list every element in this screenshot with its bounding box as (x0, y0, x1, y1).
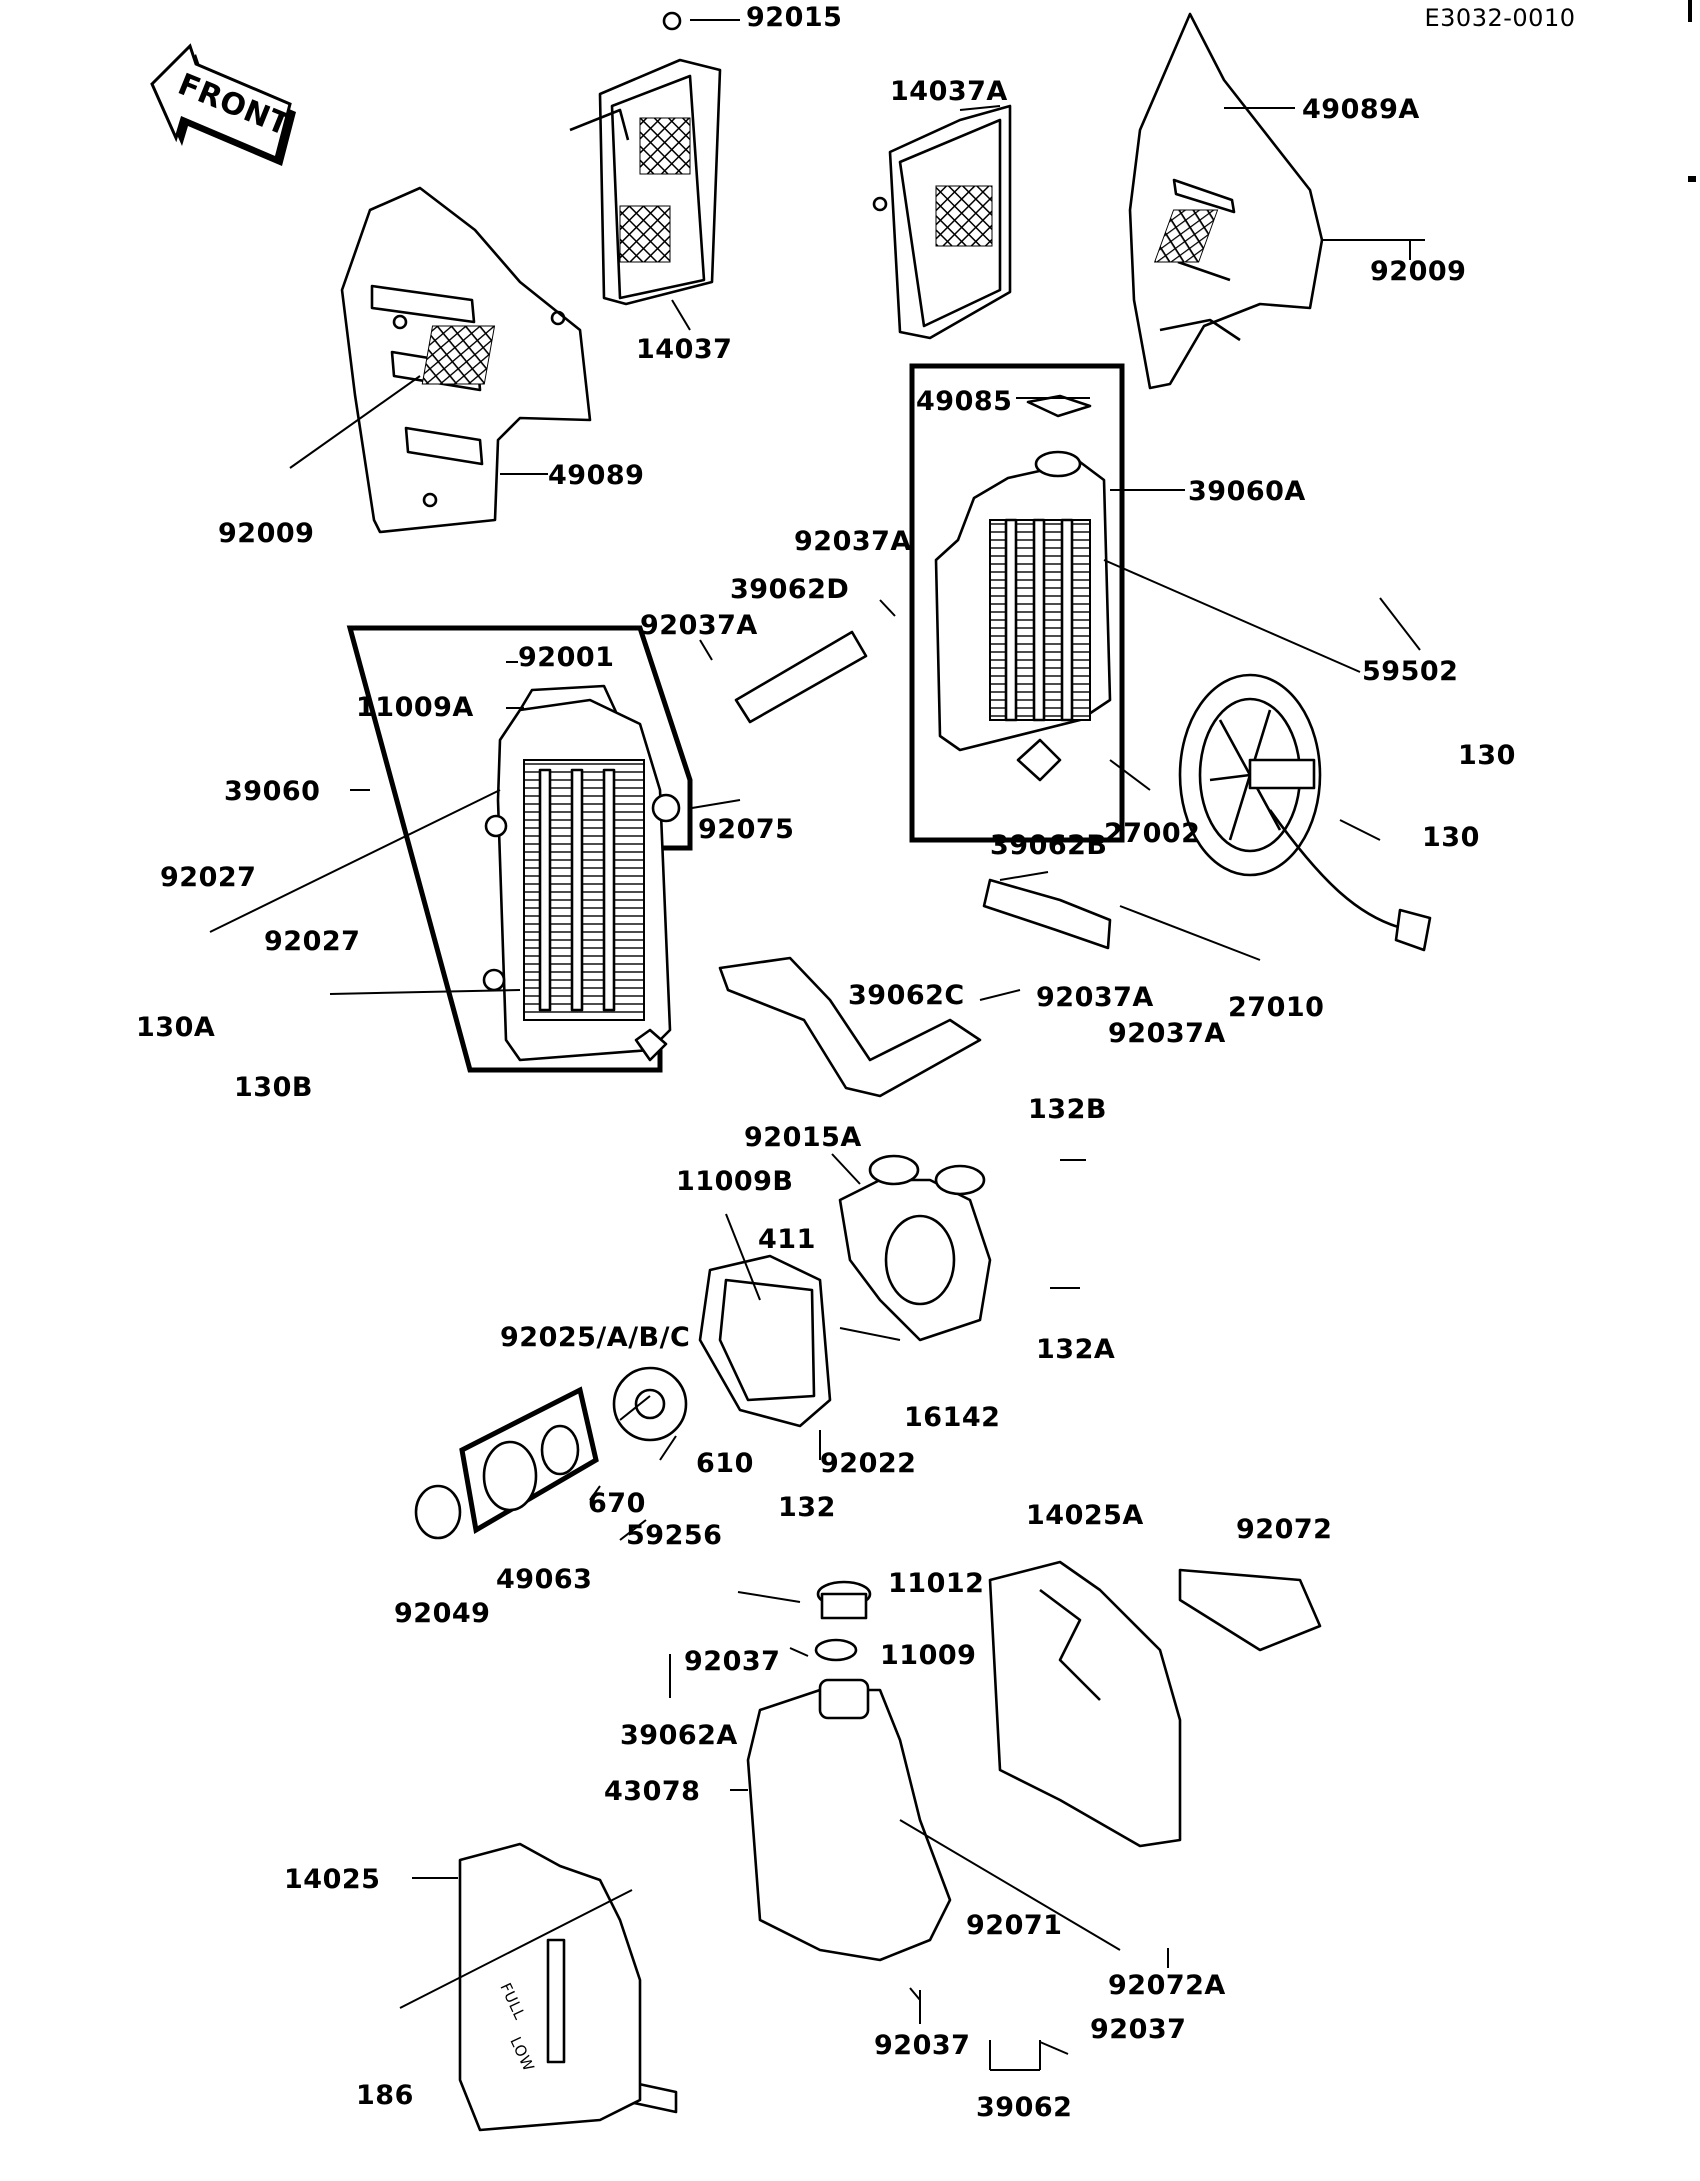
part-label-132A: 132A (1036, 1334, 1115, 1365)
cooling-fan (1178, 673, 1432, 952)
part-label-92037A-2: 92037A (640, 610, 758, 641)
radiator-shroud-right (1128, 12, 1324, 390)
part-label-39062D: 39062D (730, 574, 849, 605)
part-label-92037A-1: 92037A (794, 526, 912, 557)
part-label-14025: 14025 (284, 1864, 380, 1895)
radiator-right (909, 363, 1125, 843)
radiator-shroud-left (340, 186, 592, 534)
part-label-49085: 49085 (916, 386, 1012, 417)
leader-lines (209, 19, 1425, 2071)
part-label-49063: 49063 (496, 1564, 592, 1595)
reservoir-bracket (1178, 1568, 1322, 1652)
part-label-39062B: 39062B (990, 830, 1108, 861)
front-arrow-icon: FRONT (150, 43, 296, 166)
part-label-92037-3: 92037 (874, 2030, 970, 2061)
part-label-130A: 130A (136, 1012, 215, 1043)
part-label-11009: 11009 (880, 1640, 976, 1671)
part-label-92049: 92049 (394, 1598, 490, 1629)
part-label-39060: 39060 (224, 776, 320, 807)
part-label-49089A: 49089A (1302, 94, 1420, 125)
diagram-code: E3032-0010 (1425, 4, 1576, 32)
part-label-43078: 43078 (604, 1776, 700, 1807)
margin-mark (1688, 176, 1696, 182)
part-label-130B: 130B (234, 1072, 313, 1103)
part-label-39062C: 39062C (848, 980, 965, 1011)
part-label-132: 132 (778, 1492, 836, 1523)
radiator-left (346, 625, 693, 1073)
part-label-92001: 92001 (518, 642, 614, 673)
part-label-59502: 59502 (1362, 656, 1458, 687)
radiator-guard-left (569, 11, 722, 306)
part-label-92009-right: 92009 (1370, 256, 1466, 287)
reservoir-cover-rear (988, 1560, 1182, 1848)
water-pump (414, 1154, 992, 1540)
part-label-39062A: 39062A (620, 1720, 738, 1751)
part-label-14037A: 14037A (890, 76, 1008, 107)
part-label-49089: 49089 (548, 460, 644, 491)
part-label-27010: 27010 (1228, 992, 1324, 1023)
part-label-130-1: 130 (1458, 740, 1516, 771)
part-label-11009A: 11009A (356, 692, 474, 723)
part-label-14037: 14037 (636, 334, 732, 365)
part-label-92037A-4: 92037A (1108, 1018, 1226, 1049)
part-label-92037A-3: 92037A (1036, 982, 1154, 1013)
part-label-92015A: 92015A (744, 1122, 862, 1153)
part-label-92022: 92022 (820, 1448, 916, 1479)
part-label-670: 670 (588, 1488, 646, 1519)
part-label-130-2: 130 (1422, 822, 1480, 853)
part-label-92025: 92025/A/B/C (500, 1322, 690, 1353)
part-label-59256: 59256 (626, 1520, 722, 1551)
part-label-92071: 92071 (966, 1910, 1062, 1941)
reservoir-cover-front: FULL LOW (458, 1842, 642, 2132)
part-label-92072: 92072 (1236, 1514, 1332, 1545)
part-label-92027-2: 92027 (264, 926, 360, 957)
part-label-92015: 92015 (746, 2, 842, 33)
part-label-92027-1: 92027 (160, 862, 256, 893)
part-label-92072A: 92072A (1108, 1970, 1226, 2001)
part-label-411: 411 (758, 1224, 816, 1255)
part-labels: 92015 14037A 49089A 14037 92009 49085 49… (136, 2, 1516, 2123)
part-label-92009-left: 92009 (218, 518, 314, 549)
part-label-14025A: 14025A (1026, 1500, 1144, 1531)
part-label-610: 610 (696, 1448, 754, 1479)
part-label-92037-1: 92037 (684, 1646, 780, 1677)
part-label-92037-2: 92037 (1090, 2014, 1186, 2045)
part-label-39060A: 39060A (1188, 476, 1306, 507)
part-label-186: 186 (356, 2080, 414, 2111)
part-label-11012: 11012 (888, 1568, 984, 1599)
part-label-27002: 27002 (1104, 818, 1200, 849)
part-label-132B: 132B (1028, 1094, 1107, 1125)
part-label-92075: 92075 (698, 814, 794, 845)
margin-mark (1688, 0, 1692, 22)
part-label-16142: 16142 (904, 1402, 1000, 1433)
radiator-guard-right (872, 104, 1012, 340)
coolant-reservoir (746, 1580, 952, 1962)
part-label-11009B: 11009B (676, 1166, 794, 1197)
part-label-39062: 39062 (976, 2092, 1072, 2123)
